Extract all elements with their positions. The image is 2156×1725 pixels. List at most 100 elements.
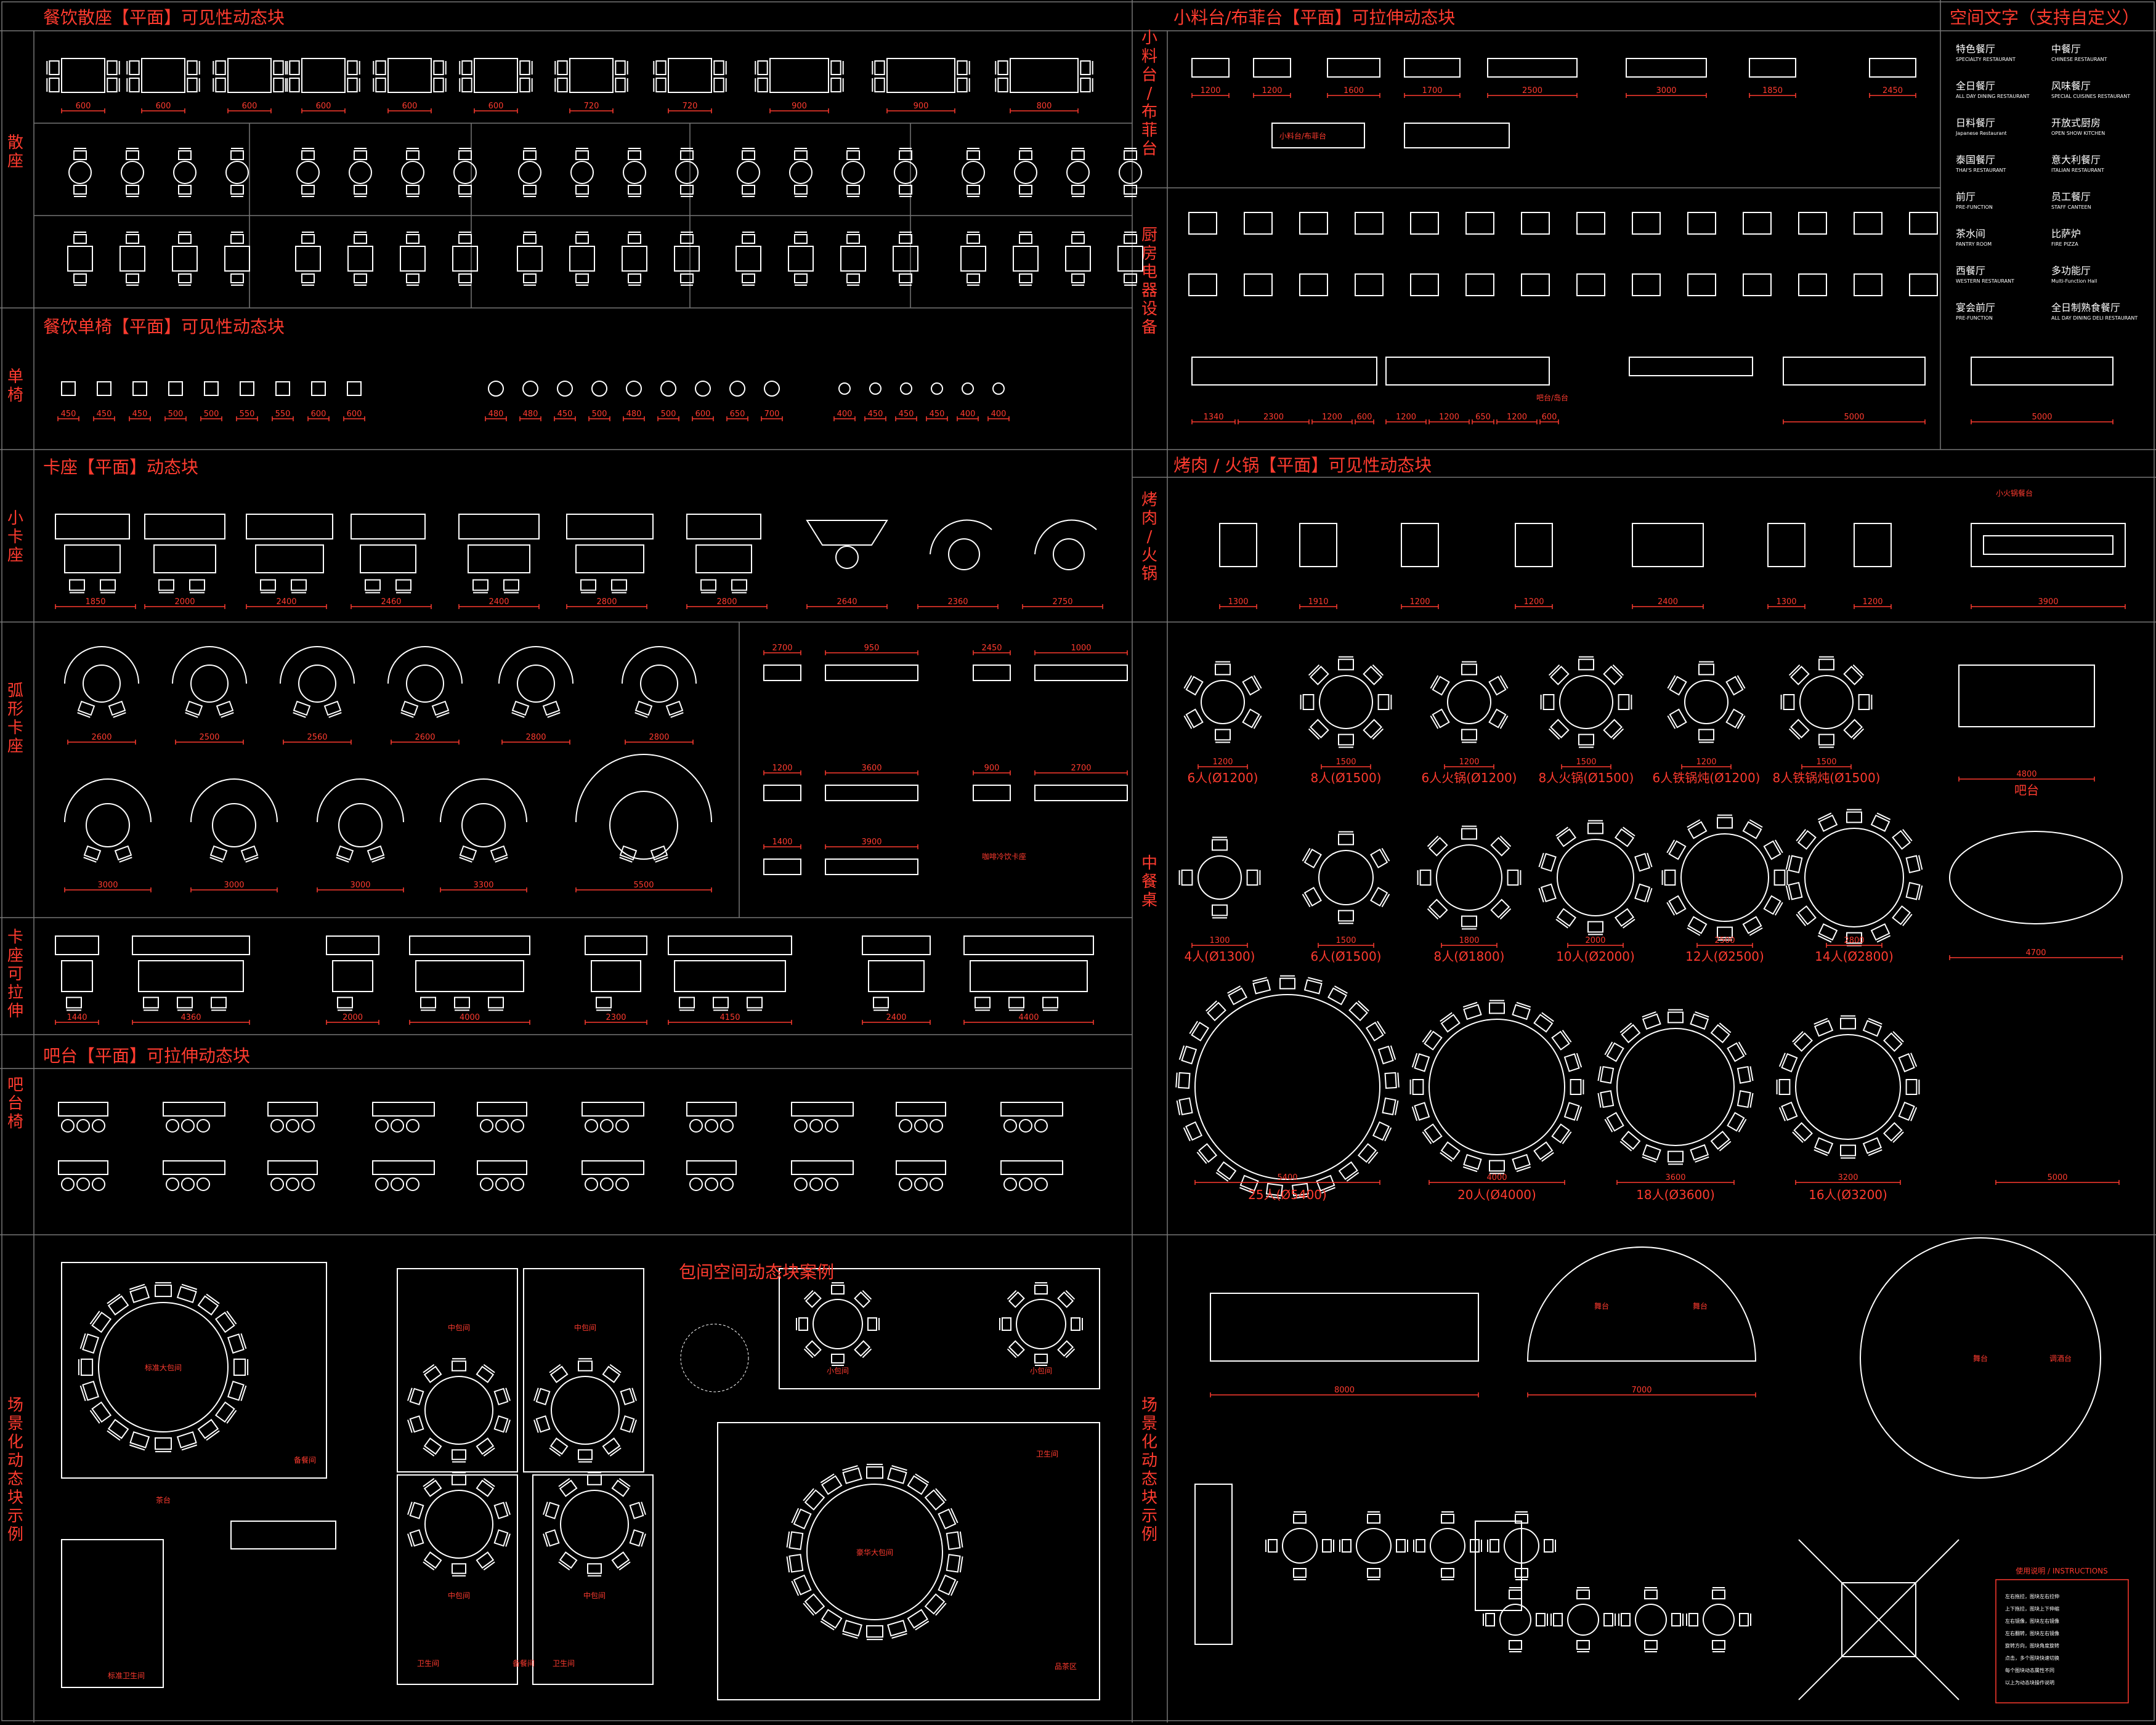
chair-back: [1719, 1141, 1732, 1152]
small-round-table: [173, 161, 197, 184]
round-table: [1795, 1034, 1901, 1140]
chair-seat: [629, 1529, 644, 1547]
chair-seat: [1540, 853, 1557, 872]
chair-seat: [975, 996, 991, 1009]
square-table: [1117, 246, 1143, 272]
room-wall: [523, 1268, 644, 1473]
chair-seat: [452, 1449, 466, 1460]
chair-seat: [155, 1284, 172, 1298]
chair-back: [1499, 675, 1509, 689]
bar-stool: [511, 1178, 524, 1191]
chair-symbol: [129, 1283, 150, 1304]
chair-back: [1778, 1052, 1786, 1067]
chair-seat: [214, 1311, 235, 1333]
chair-symbol: [197, 1293, 220, 1316]
chair-symbol: [1536, 1613, 1548, 1626]
chair-symbol: [554, 78, 568, 92]
small-round-table: [675, 161, 699, 184]
chair-seat: [423, 1365, 442, 1383]
table-top: [227, 58, 272, 93]
chair-back: [1381, 847, 1390, 862]
chair-seat: [804, 1593, 825, 1615]
bar-counter: [1000, 1160, 1063, 1175]
chair-back: [1814, 1149, 1828, 1157]
booth-sofa: [686, 514, 761, 539]
chair-symbol: [1862, 1137, 1882, 1157]
chair-symbol: [611, 579, 627, 594]
mid-room-label: 中包间: [448, 1323, 470, 1332]
booth-sofa-stretch: [862, 935, 931, 955]
section-title-booth: 卡座【平面】动态块: [43, 457, 198, 477]
chair-symbol: [575, 273, 589, 286]
instruction-line: 旋转方向，图块角度旋转: [2005, 1642, 2059, 1649]
space-text-cn: 意大利餐厅: [2051, 154, 2101, 166]
space-text-cn: 开放式厨房: [2051, 117, 2101, 129]
chair-symbol: [230, 185, 244, 197]
chair-symbol: [680, 232, 694, 244]
chair-seat: [1071, 1317, 1080, 1331]
chair-symbol: [796, 1317, 808, 1331]
chair-seat: [493, 1415, 509, 1433]
chair-seat: [1441, 1514, 1454, 1524]
round-table: [1616, 1028, 1735, 1146]
small-round-table: [841, 161, 865, 184]
round-table: [212, 803, 256, 847]
arc-sofa: [190, 778, 278, 823]
chair-symbol: [866, 1463, 883, 1479]
chair-back: [1796, 913, 1806, 926]
chair-square: [61, 381, 76, 396]
chair-back: [1852, 728, 1865, 740]
chair-symbol: [69, 579, 85, 594]
side-label-chinese-table: 中餐桌: [1141, 854, 1157, 910]
chair-symbol: [1212, 904, 1228, 919]
chair-symbol: [1717, 814, 1733, 829]
chair-symbol: [1206, 1000, 1226, 1022]
chair-seat: [545, 1529, 560, 1547]
chair-seat: [143, 996, 159, 1009]
chair-seat: [535, 1388, 551, 1405]
small-round-table: [737, 161, 760, 184]
bar-stool-blocks: [58, 1102, 1063, 1191]
bar-stool: [480, 1119, 493, 1133]
chair-seat: [406, 234, 419, 244]
chair-seat: [1490, 836, 1510, 857]
bar-stool: [930, 1178, 943, 1191]
chair-back: [959, 1556, 963, 1573]
chair-symbol: [1322, 1539, 1334, 1553]
chair-back: [1302, 847, 1311, 862]
dimension-value: 500: [168, 410, 184, 419]
chair-seat: [1587, 921, 1603, 933]
chair-symbol: [854, 1290, 872, 1308]
pinshi-label: 品茶区: [1055, 1662, 1077, 1671]
chair-seat: [1737, 1065, 1751, 1084]
chair-seat: [602, 1365, 621, 1383]
dimension-value: 600: [1542, 413, 1557, 422]
square-table: [1065, 246, 1091, 272]
chair-symbol: [842, 1465, 862, 1484]
chair-back: [113, 712, 126, 718]
chair-seat: [713, 996, 729, 1009]
chair-symbol: [924, 1593, 947, 1616]
chair-symbol: [1614, 908, 1635, 929]
chair-seat: [476, 1479, 495, 1497]
chair-symbol: [1603, 664, 1624, 685]
chair-symbol: [1604, 1041, 1624, 1062]
chair-symbol: [653, 78, 667, 92]
chair-back: [1065, 1290, 1076, 1300]
chair-symbol: [1338, 910, 1354, 924]
chair-back: [1206, 1000, 1217, 1012]
chair-seat: [1621, 1024, 1641, 1043]
chair-seat: [1687, 916, 1708, 934]
chair-symbol: [1427, 899, 1448, 920]
chair-seat: [1742, 821, 1762, 839]
dimension-value: 3600: [861, 764, 881, 773]
chair-symbol: [713, 996, 729, 1011]
chair-back: [803, 1602, 814, 1616]
chair-back: [89, 1311, 100, 1325]
chair-symbol: [1687, 819, 1708, 839]
chair-seat: [185, 700, 203, 716]
chair-symbol: [1555, 826, 1577, 847]
chair-back: [505, 1533, 511, 1547]
dimension-value: 2400: [276, 597, 296, 607]
